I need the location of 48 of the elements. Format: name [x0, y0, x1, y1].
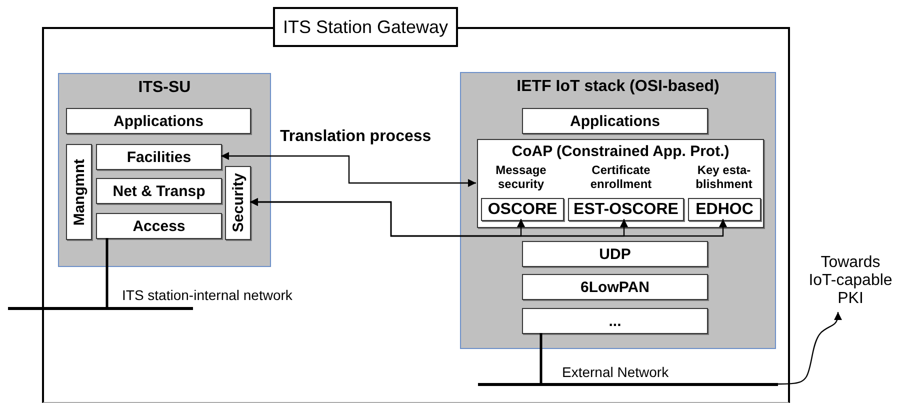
layer-label: Access: [132, 218, 186, 234]
layer-label: 6LowPAN: [580, 278, 650, 296]
layer-label: Applications: [570, 112, 660, 130]
layer-box: [66, 108, 251, 134]
layer-box: [96, 178, 222, 204]
layer-label: OSCORE: [488, 200, 558, 218]
layer-box: [96, 144, 222, 170]
stack-panel: [460, 72, 776, 349]
layer-label: Net & Transp: [112, 182, 206, 200]
layer-label: EDHOC: [696, 200, 754, 218]
edge-label: Translation process: [280, 128, 432, 146]
function-label: Key esta- blishment: [694, 163, 754, 191]
connector-line: [106, 238, 108, 307]
function-label: Certificate enrollment: [589, 163, 653, 191]
heading-label: IETF IoT stack (OSI-based): [516, 78, 720, 96]
layer-box: [522, 308, 708, 334]
layer-box: [225, 166, 251, 240]
layer-box: [522, 241, 708, 267]
layer-box: [66, 144, 92, 240]
gateway-frame: [42, 7, 790, 403]
heading-label: CoAP (Constrained App. Prot.): [510, 143, 730, 160]
arrow: [778, 312, 842, 385]
heading-label: ITS-SU: [137, 79, 192, 97]
function-label: Message security: [494, 163, 548, 191]
layer-label: EST-OSCORE: [574, 200, 678, 218]
connector-line: [540, 333, 542, 383]
layer-label: Applications: [113, 112, 204, 130]
network-line: [478, 383, 778, 386]
layer-box: [522, 108, 708, 134]
target-label: Towards IoT-capable PKI: [808, 254, 894, 308]
arrow: [221, 152, 476, 187]
arrow: [250, 198, 727, 237]
network-label: ITS station-internal network: [122, 287, 292, 303]
layer-label: Facilities: [126, 148, 192, 166]
protocol-box: [688, 198, 761, 221]
network-line: [8, 307, 193, 310]
layer-label: UDP: [599, 246, 631, 262]
layer-label: Security: [230, 173, 246, 233]
layer-label: ...: [608, 312, 622, 330]
protocol-box: [477, 139, 764, 228]
network-label: External Network: [562, 364, 669, 380]
layer-box: [96, 213, 222, 239]
layer-box: [522, 274, 708, 300]
protocol-box: [568, 198, 684, 221]
title-label: ITS Station Gateway: [273, 7, 458, 47]
layer-label: Mangmnt: [70, 158, 88, 226]
stack-panel: [58, 73, 271, 267]
protocol-box: [481, 198, 564, 221]
